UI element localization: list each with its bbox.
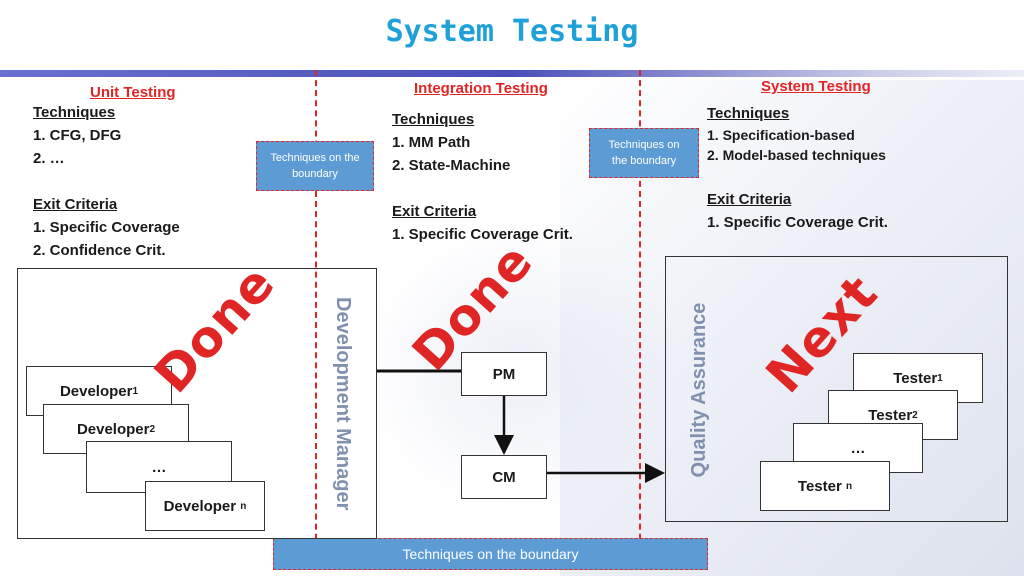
system-testing-heading: System Testing (761, 78, 871, 95)
page-title: System Testing (385, 14, 639, 49)
system-exit-label: Exit Criteria (707, 191, 792, 208)
tester-label: Tester (797, 477, 842, 495)
system-technique-item: 1. Specification-based (707, 127, 855, 143)
pm-box: PM (461, 352, 547, 396)
title-underline-bar (0, 70, 1024, 77)
integration-technique-item: 2. State-Machine (392, 157, 511, 174)
developer-label: Developer (76, 420, 150, 438)
unit-technique-item: 1. CFG, DFG (33, 127, 122, 144)
integration-exit-item: 1. Specific Coverage Crit. (392, 226, 573, 243)
developer-ellipsis: … (151, 458, 167, 476)
boundary-box-bottom: Techniques on the boundary (273, 538, 708, 570)
system-exit-item: 1. Specific Coverage Crit. (707, 214, 888, 231)
developer-label: Developer (163, 497, 237, 515)
tester-subscript: 2 (912, 409, 918, 421)
development-manager-label: Development Manager (332, 297, 354, 511)
boundary-box-left: Techniques on the boundary (256, 141, 374, 191)
developer-label: Developer (59, 382, 133, 400)
cm-box: CM (461, 455, 547, 499)
unit-exit-item: 1. Specific Coverage (33, 219, 180, 236)
quality-assurance-frame (665, 256, 1008, 522)
unit-testing-heading: Unit Testing (90, 84, 176, 101)
tester-subscript: 1 (937, 372, 943, 384)
quality-assurance-label: Quality Assurance (688, 302, 710, 478)
integration-exit-label: Exit Criteria (392, 203, 477, 220)
integration-techniques-label: Techniques (392, 111, 475, 128)
pm-label: PM (492, 365, 516, 383)
tester-label: Tester (893, 369, 938, 387)
developer-subscript: 1 (132, 385, 139, 397)
boundary-box-right: Techniques on the boundary (589, 128, 699, 178)
cm-label: CM (492, 468, 516, 486)
boundary-line-left (315, 70, 317, 570)
unit-exit-item: 2. Confidence Crit. (33, 242, 166, 259)
tester-ellipsis: … (850, 439, 866, 457)
integration-technique-item: 1. MM Path (392, 134, 471, 151)
system-techniques-label: Techniques (707, 105, 790, 122)
tester-label: Tester (868, 406, 913, 424)
tester-card: Tester n (760, 461, 890, 511)
developer-card: Developer n (145, 481, 265, 531)
development-frame (17, 268, 377, 539)
boundary-line-right (639, 70, 641, 570)
integration-testing-heading: Integration Testing (414, 80, 548, 97)
system-technique-item: 2. Model-based techniques (707, 147, 886, 163)
unit-exit-label: Exit Criteria (33, 196, 118, 213)
unit-techniques-label: Techniques (33, 104, 116, 121)
developer-subscript: n (240, 500, 247, 512)
tester-subscript: n (845, 480, 853, 492)
unit-technique-item: 2. … (33, 150, 65, 167)
developer-subscript: 2 (149, 423, 156, 435)
